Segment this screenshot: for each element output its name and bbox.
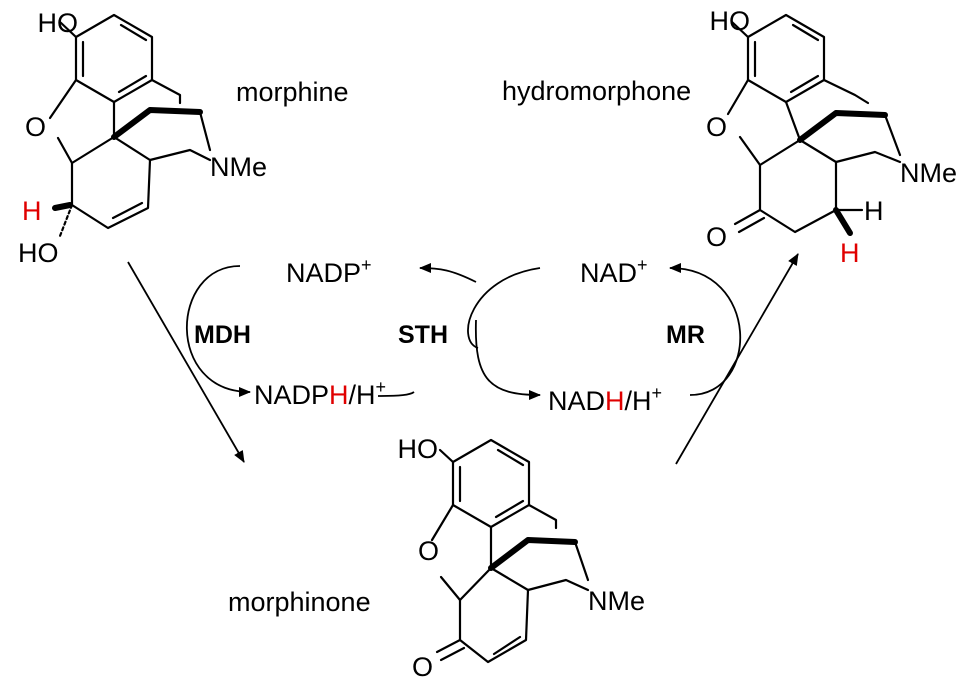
hydromorphone-h-red-label: H xyxy=(840,238,860,268)
nadph-tail xyxy=(377,391,415,397)
hydromorphone-carbonyl-double xyxy=(737,216,766,234)
morphine-c-c-bond xyxy=(112,135,152,162)
morphinone-ho-bond xyxy=(438,448,455,464)
morphine-h-red-label: H xyxy=(22,196,42,226)
morphinone-carbonyl-double xyxy=(439,646,466,662)
morphinone-bold-bridge xyxy=(488,537,578,571)
hydromorphone-structure xyxy=(726,13,902,236)
mdh-cofactor-arc xyxy=(186,265,251,397)
hydromorphone-c-c-bond xyxy=(798,138,838,164)
hydromorphone-ho-top-label: HO xyxy=(710,6,751,36)
morphinone-name-label: morphinone xyxy=(228,587,371,617)
hydromorphone-ch2-bond xyxy=(822,78,870,105)
arrow-morphine-to-morphinone xyxy=(127,261,245,463)
enzyme-sth-label: STH xyxy=(398,321,448,349)
hydromorphone-carbonyl xyxy=(733,208,762,226)
morphinone-furan-bonds xyxy=(439,525,493,602)
morphine-aromatic-inner-bond xyxy=(117,74,148,94)
morphinone-ho-top-label: HO xyxy=(398,434,439,464)
hydromorphone-o-bond xyxy=(726,78,750,116)
morphinone-bridge-to-n xyxy=(573,540,590,582)
morphinone-ring-c-n xyxy=(526,578,590,592)
hydromorphone-furan-bonds xyxy=(738,100,802,167)
morphinone-amine-label: NMe xyxy=(588,586,645,616)
hydromorphone-ho-bond xyxy=(730,20,750,39)
hydromorphone-cyclohexanone xyxy=(758,160,838,234)
morphinone-ketone-o-label: O xyxy=(412,652,433,682)
sth-arc-upper xyxy=(467,267,541,349)
nadh-label: NADH/H+ xyxy=(548,383,662,416)
hydromorphone-ketone-o-label: O xyxy=(706,222,727,252)
sth-arrow-to-nadh xyxy=(474,319,541,400)
morphinone-aromatic-inner-bond xyxy=(496,448,525,467)
hydromorphone-amine-label: NMe xyxy=(900,158,957,188)
nadph-label: NADPH/H+ xyxy=(254,377,386,410)
morphinone-aromatic-inner-bond xyxy=(494,499,525,519)
morphine-hashed-wedge xyxy=(58,203,74,238)
hydromorphone-bold-bridge xyxy=(797,110,888,143)
morphine-aromatic-inner-bond xyxy=(119,23,148,42)
enzyme-mr-label: MR xyxy=(666,321,705,349)
morphine-aromatic-ring xyxy=(74,13,154,104)
morphinone-ch2-bond xyxy=(527,503,558,530)
morphinone-c-c-bond xyxy=(489,566,530,592)
morphinone-ring-o-label: O xyxy=(418,536,439,566)
hydromorphone-h-wedge xyxy=(833,207,853,236)
morphine-furan-bonds xyxy=(56,100,116,165)
hydromorphone-aromatic-inner-bond xyxy=(791,23,820,42)
morphine-bridge-to-n xyxy=(198,110,212,152)
morphine-ring-o-label: O xyxy=(25,112,46,142)
morphinone-o-bond xyxy=(430,503,455,542)
morphinone-alkene-inner xyxy=(492,635,522,656)
morphine-name-label: morphine xyxy=(236,77,349,107)
sth-arrow-to-nadp xyxy=(419,263,477,283)
morphine-ho-bottom-label: HO xyxy=(18,238,59,268)
hydromorphone-bridge-to-n xyxy=(883,113,902,157)
hydromorphone-name-label: hydromorphone xyxy=(502,76,691,106)
morphinone-structure xyxy=(430,438,590,664)
morphine-amine-label: NMe xyxy=(210,152,267,182)
mr-cofactor-arc xyxy=(669,263,742,396)
morphine-ch2-bond xyxy=(150,78,182,105)
morphine-ho-top-label: HO xyxy=(38,8,79,38)
morphine-o-bond xyxy=(48,78,78,120)
morphine-alkene-inner xyxy=(111,201,144,220)
nad-plus-label: NAD+ xyxy=(580,255,648,288)
hydromorphone-aromatic-ring xyxy=(746,13,826,104)
morphinone-aromatic-ring xyxy=(451,438,531,529)
morphinone-carbonyl xyxy=(435,638,462,654)
morphine-bold-bridge xyxy=(111,107,203,140)
enzyme-mdh-label: MDH xyxy=(194,321,251,349)
morphine-ring-c-n xyxy=(148,148,212,162)
nadp-plus-label: NADP+ xyxy=(286,255,372,288)
morphine-structure xyxy=(48,13,212,238)
hydromorphone-ring-c-n xyxy=(834,150,902,164)
hydromorphone-h-label: H xyxy=(864,196,884,226)
morphine-ho-bond xyxy=(58,20,78,39)
morphine-h-wedge xyxy=(52,202,73,211)
morphine-cyclohexene xyxy=(70,158,152,230)
hydromorphone-ring-o-label: O xyxy=(706,112,727,142)
hydromorphone-aromatic-inner-bond xyxy=(789,74,820,94)
morphinone-cyclohexenone xyxy=(458,588,530,664)
